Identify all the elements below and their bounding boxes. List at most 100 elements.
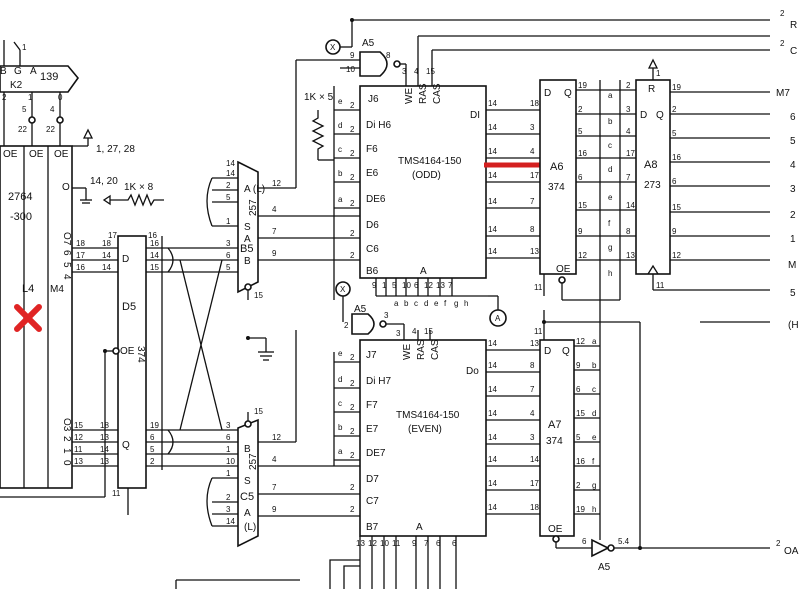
rom-ref-label: L4 [22,283,34,295]
svg-text:18: 18 [530,503,539,512]
svg-text:13: 13 [626,251,635,260]
svg-text:9: 9 [272,249,277,258]
svg-text:Q: Q [564,88,572,99]
svg-text:14: 14 [226,517,235,526]
svg-text:S: S [244,222,251,233]
svg-text:b: b [338,169,343,178]
svg-text:5: 5 [392,281,397,290]
svg-text:11: 11 [74,445,83,454]
svg-text:1: 1 [28,93,33,102]
svg-text:7: 7 [424,539,429,548]
svg-text:2: 2 [578,105,583,114]
svg-text:1: 1 [226,469,231,478]
svg-text:2: 2 [790,210,796,221]
a6-ref: A6 [550,161,563,173]
svg-text:2: 2 [350,379,355,388]
svg-text:18: 18 [530,99,539,108]
svg-text:c: c [414,299,418,308]
ram-odd-address-pins: 9 1 5 10 6 12 13 7 a b c d e f g h [372,278,488,308]
svg-text:5: 5 [790,288,796,299]
svg-text:14: 14 [226,159,235,168]
a5-nand-gate-mid [351,313,375,335]
svg-text:12: 12 [424,281,433,290]
svg-text:RAS: RAS [418,83,429,104]
a8-273-chip [635,79,671,275]
svg-text:b: b [592,361,597,370]
svg-text:2: 2 [350,505,355,514]
svg-text:O7: O7 [61,232,72,246]
svg-text:374: 374 [135,346,146,363]
ram-odd-title: TMS4164-150 [398,156,462,167]
svg-text:D: D [544,88,551,99]
svg-text:2: 2 [350,251,355,260]
svg-text:4: 4 [626,127,631,136]
b5-inputs: 142 51 14 [206,159,238,227]
svg-text:6: 6 [226,251,231,260]
svg-text:g: g [592,481,596,490]
svg-text:14: 14 [488,385,497,394]
svg-text:4: 4 [412,327,417,336]
svg-text:17: 17 [626,149,635,158]
svg-text:14: 14 [488,225,497,234]
svg-text:19: 19 [578,81,587,90]
svg-text:e: e [338,97,343,106]
decoder-139-chip [0,65,80,93]
resistor-pack [311,110,325,160]
svg-text:14: 14 [102,263,111,272]
svg-text:15: 15 [424,327,433,336]
svg-text:15: 15 [254,291,263,300]
a5-top-ref: A5 [362,38,375,49]
svg-text:d: d [608,165,612,174]
svg-text:J7: J7 [366,350,377,361]
svg-text:14: 14 [488,99,497,108]
svg-text:14: 14 [488,123,497,132]
svg-text:13: 13 [530,247,539,256]
svg-text:3: 3 [226,421,231,430]
ram-odd-sub: (ODD) [412,170,441,181]
svg-text:7: 7 [272,227,277,236]
svg-text:9: 9 [372,281,377,290]
svg-text:16: 16 [76,263,85,272]
svg-text:2: 2 [344,321,349,330]
svg-text:14: 14 [530,455,539,464]
svg-text:5: 5 [576,433,581,442]
svg-text:15: 15 [74,421,83,430]
svg-text:6: 6 [436,539,441,548]
svg-text:J6: J6 [368,94,379,105]
svg-text:14: 14 [488,409,497,418]
svg-text:2: 2 [61,436,72,442]
svg-text:R: R [790,20,797,31]
svg-text:Di H6: Di H6 [366,120,391,131]
svg-text:14: 14 [226,169,235,178]
svg-text:14: 14 [488,479,497,488]
rom-oe-1: OE [3,149,18,160]
svg-text:OA: OA [784,546,799,557]
svg-text:12: 12 [272,433,281,442]
svg-text:14: 14 [488,433,497,442]
svg-text:2: 2 [150,457,155,466]
svg-text:14: 14 [488,171,497,180]
svg-text:A: A [495,314,501,323]
svg-text:A (L): A (L) [244,184,265,195]
svg-text:3: 3 [626,105,631,114]
svg-text:2: 2 [350,403,355,412]
svg-text:(H: (H [788,320,799,331]
svg-text:E6: E6 [366,168,379,179]
svg-text:12: 12 [74,433,83,442]
svg-text:c: c [608,141,612,150]
rom-output-high-labels: O7 6 5 4 [61,232,72,280]
a6-outputs: 192 516 615 912 ab cd ef gh 23 417 714 8… [576,81,636,278]
rom-output-low-labels: O3 2 1 0 [61,418,72,466]
svg-text:X: X [340,285,346,294]
svg-text:B: B [0,66,7,77]
svg-text:2: 2 [780,39,785,48]
svg-text:10: 10 [346,65,355,74]
svg-text:D6: D6 [366,220,379,231]
svg-text:M: M [788,260,796,271]
svg-text:7: 7 [530,385,535,394]
svg-text:1: 1 [382,281,387,290]
a5-inv-ref: A5 [598,562,611,573]
svg-text:16: 16 [576,457,585,466]
